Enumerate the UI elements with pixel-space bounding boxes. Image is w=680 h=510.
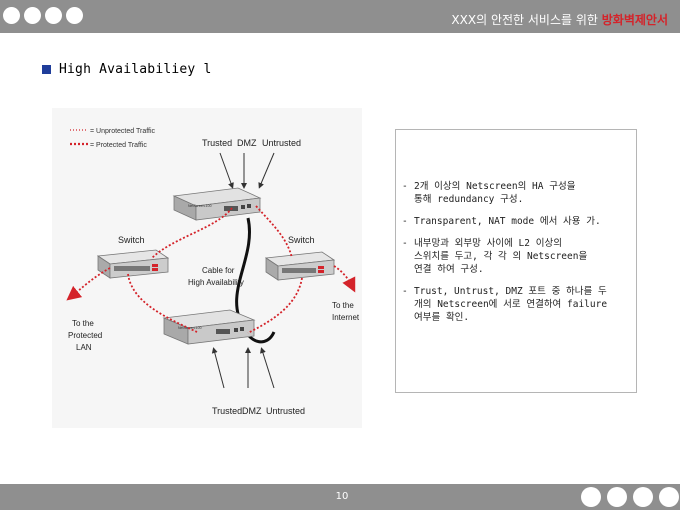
header-dots bbox=[3, 7, 83, 24]
footer-dots bbox=[581, 487, 679, 507]
device-top-label: NetScreen-100 bbox=[188, 204, 212, 208]
note-text: 내부망과 외부망 사이에 L2 이상의 스위치를 두고, 각 각 의 Netsc… bbox=[414, 238, 588, 275]
note-text: 2개 이상의 Netscreen의 HA 구성을 통해 redundancy 구… bbox=[414, 181, 576, 205]
footer-bar: 10 bbox=[0, 484, 680, 510]
top-untrusted-label: Untrusted bbox=[262, 138, 301, 148]
bottom-dmz-label: DMZ bbox=[242, 406, 262, 416]
section-heading: High Availabiliey l bbox=[42, 62, 212, 77]
page-number: 10 bbox=[335, 491, 349, 502]
netscreen-device-bottom: NetScreen-100 bbox=[162, 309, 256, 345]
internet-label-line1: To the bbox=[332, 301, 354, 310]
netscreen-device-top: NetScreen-100 bbox=[172, 187, 262, 221]
traffic-right-to-bottom bbox=[247, 277, 303, 334]
section-title: High Availabiliey l bbox=[59, 62, 212, 77]
notes-box: -2개 이상의 Netscreen의 HA 구성을 통해 redundancy … bbox=[395, 129, 637, 393]
note-item: -Trust, Untrust, DMZ 포트 중 하나를 두 개의 Netsc… bbox=[402, 286, 608, 323]
top-untrusted-arrow bbox=[258, 152, 275, 189]
traffic-top-to-right bbox=[255, 205, 293, 259]
dot-icon bbox=[607, 487, 627, 507]
header-bar: XXX의 안전한 서비스를 위한 방화벽제안서 bbox=[0, 0, 680, 33]
cable-label-line1: Cable for bbox=[202, 266, 235, 275]
bottom-untrusted-label: Untrusted bbox=[266, 406, 305, 416]
switch-left-label: Switch bbox=[118, 235, 145, 245]
switch-right bbox=[264, 251, 336, 281]
bottom-trusted-arrow bbox=[211, 347, 225, 389]
header-title: XXX의 안전한 서비스를 위한 방화벽제안서 bbox=[451, 11, 668, 28]
legend-unprotected-label: = Unprotected Traffic bbox=[90, 128, 156, 135]
ha-diagram-svg: = Unprotected Traffic = Protected Traffi… bbox=[66, 128, 360, 416]
traffic-top-to-left bbox=[151, 207, 233, 259]
note-text: Transparent, NAT mode 에서 사용 가. bbox=[414, 216, 601, 227]
dot-icon bbox=[659, 487, 679, 507]
switch-left bbox=[96, 249, 170, 279]
bottom-untrusted-arrow bbox=[260, 347, 275, 389]
bottom-trusted-label: Trusted bbox=[212, 406, 242, 416]
switch-right-label: Switch bbox=[288, 235, 315, 245]
traffic-to-lan-arrow bbox=[66, 267, 111, 301]
dot-icon bbox=[45, 7, 62, 24]
note-item: -내부망과 외부망 사이에 L2 이상의 스위치를 두고, 각 각 의 Nets… bbox=[402, 238, 588, 275]
traffic-left-to-bottom bbox=[127, 273, 198, 333]
lan-label-line3: LAN bbox=[76, 343, 92, 352]
note-item: -2개 이상의 Netscreen의 HA 구성을 통해 redundancy … bbox=[402, 181, 576, 205]
legend-protected-label: = Protected Traffic bbox=[90, 142, 147, 149]
header-title-accent: 방화벽제안서 bbox=[601, 13, 668, 27]
note-text: Trust, Untrust, DMZ 포트 중 하나를 두 개의 Netscr… bbox=[414, 286, 608, 323]
dot-icon bbox=[24, 7, 41, 24]
lan-label-line1: To the bbox=[72, 319, 94, 328]
dot-icon bbox=[3, 7, 20, 24]
traffic-to-internet-arrow bbox=[333, 265, 356, 293]
bullet-square-icon bbox=[42, 65, 51, 74]
dot-icon bbox=[66, 7, 83, 24]
ha-diagram: = Unprotected Traffic = Protected Traffi… bbox=[52, 108, 362, 428]
top-dmz-label: DMZ bbox=[237, 138, 257, 148]
dot-icon bbox=[633, 487, 653, 507]
top-trusted-label: Trusted bbox=[202, 138, 232, 148]
note-item: -Transparent, NAT mode 에서 사용 가. bbox=[402, 216, 601, 227]
top-trusted-arrow bbox=[219, 152, 234, 189]
lan-label-line2: Protected bbox=[68, 331, 102, 340]
notes-list: -2개 이상의 Netscreen의 HA 구성을 통해 redundancy … bbox=[402, 180, 632, 333]
internet-label-line2: Internet bbox=[332, 313, 360, 322]
cable-label-line2: High Availability bbox=[188, 278, 244, 287]
dot-icon bbox=[581, 487, 601, 507]
header-title-prefix: XXX의 안전한 서비스를 위한 bbox=[451, 13, 602, 27]
